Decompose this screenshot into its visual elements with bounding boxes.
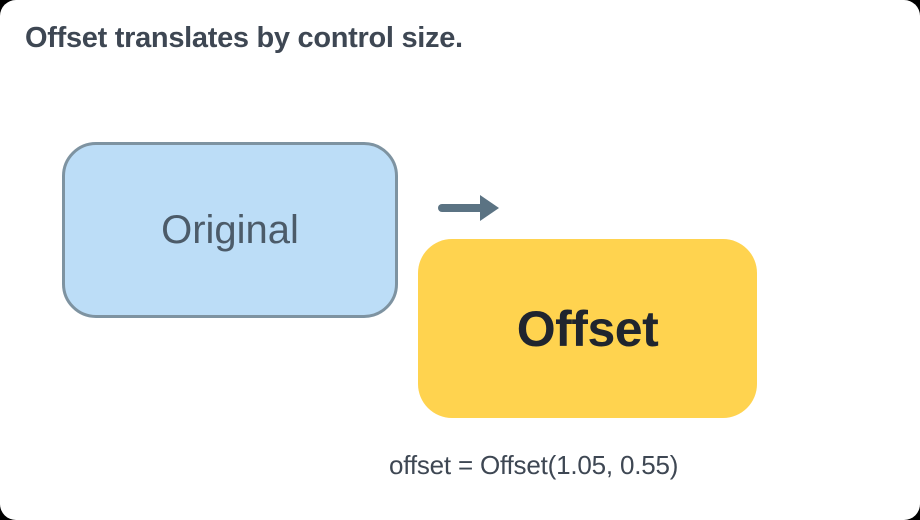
original-box-label: Original: [161, 207, 299, 252]
offset-code-caption: offset = Offset(1.05, 0.55): [389, 450, 679, 480]
original-box: Original: [62, 142, 398, 318]
offset-box: Offset: [418, 239, 757, 418]
arrow-right-icon: [438, 195, 499, 221]
offset-box-label: Offset: [516, 300, 659, 357]
page-title: Offset translates by control size.: [25, 22, 463, 54]
